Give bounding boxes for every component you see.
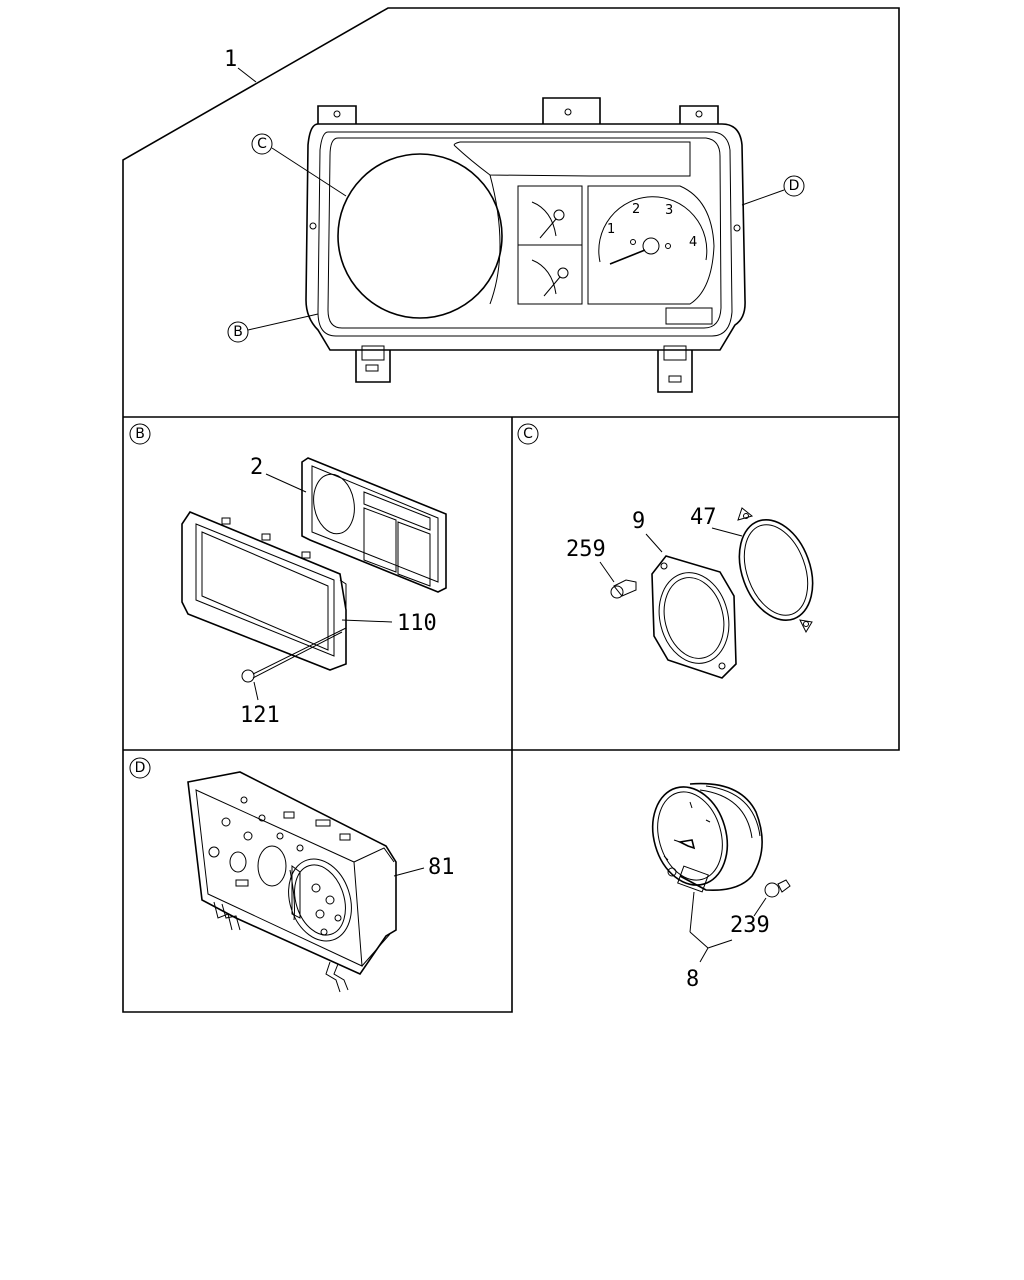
- callout-c-label: C: [257, 136, 267, 152]
- detail-d-heading: D: [135, 760, 146, 776]
- gauge-assembly-view: 239 8: [651, 782, 791, 992]
- gauge-tick-4: 4: [689, 235, 697, 250]
- gauge-tick-1: 1: [607, 222, 615, 237]
- part-label-81: 81: [428, 855, 455, 880]
- detail-b-heading: B: [135, 426, 145, 442]
- part-label-110: 110: [397, 611, 437, 636]
- detail-b-view: B 2 110 121: [129, 423, 447, 728]
- detail-d-heading-icon: [129, 757, 151, 779]
- gauge-tick-2: 2: [632, 202, 640, 217]
- part-label-8: 8: [686, 967, 699, 992]
- part-label-1: 1: [224, 47, 237, 72]
- callout-b-label: B: [233, 324, 243, 340]
- callout-d-label: D: [789, 178, 800, 194]
- panel-frames: [122, 7, 900, 1013]
- part-label-239: 239: [730, 913, 770, 938]
- callout-b-icon: [227, 321, 249, 343]
- instrument-cluster-main-view: 1 1 2 3: [224, 47, 805, 393]
- detail-b-heading-icon: [129, 423, 151, 445]
- part-label-2: 2: [250, 455, 263, 480]
- detail-c-heading: C: [523, 426, 533, 442]
- detail-c-heading-icon: [517, 423, 539, 445]
- part-label-121: 121: [240, 703, 280, 728]
- part-label-9: 9: [632, 509, 645, 534]
- detail-d-view: D 81: [129, 757, 455, 993]
- callout-d-icon: [783, 175, 805, 197]
- part-label-47: 47: [690, 505, 717, 530]
- gauge-tick-3: 3: [665, 203, 673, 218]
- detail-c-view: C 259 9 47: [517, 423, 814, 679]
- part-label-259: 259: [566, 537, 606, 562]
- callout-c-icon: [251, 133, 273, 155]
